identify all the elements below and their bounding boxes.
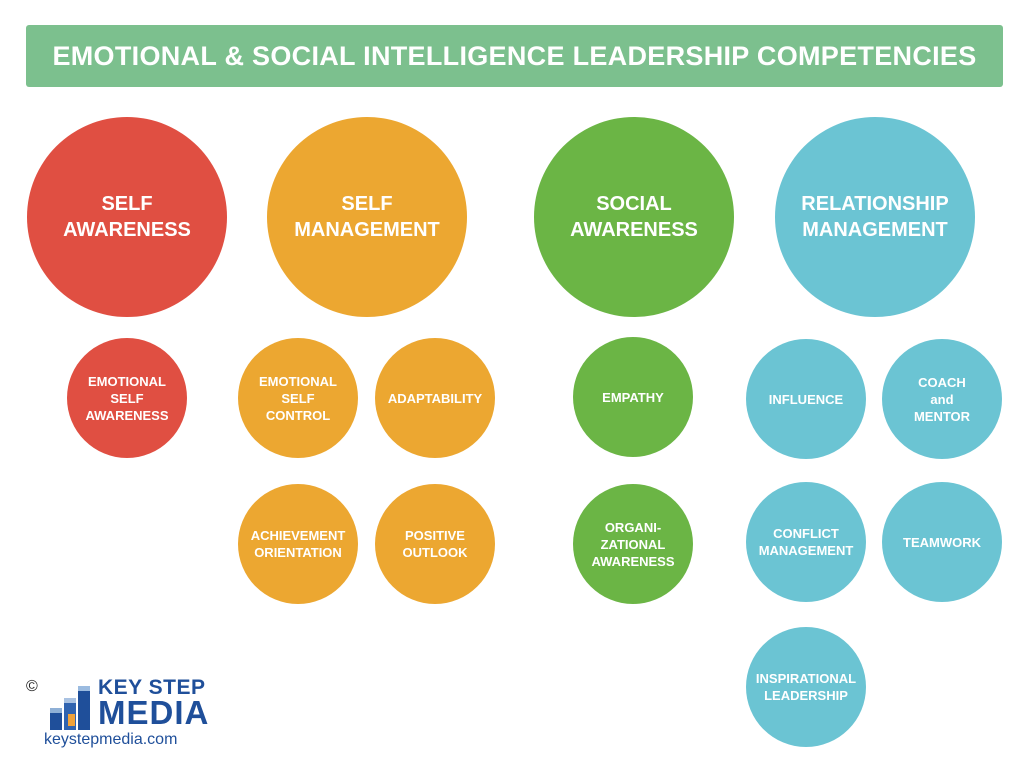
competency-teamwork: TEAMWORK bbox=[882, 482, 1002, 602]
competency-conflict-management: CONFLICT MANAGEMENT bbox=[746, 482, 866, 602]
competency-label-line: AWARENESS bbox=[591, 553, 675, 569]
competency-label-line: TEAMWORK bbox=[903, 534, 981, 550]
competency-label-line: CONFLICT bbox=[773, 526, 839, 541]
competency-achievement-orientation: ACHIEVEMENT ORIENTATION bbox=[238, 484, 358, 604]
competency-label-line: ADAPTABILITY bbox=[387, 390, 483, 406]
competency-label-line: and bbox=[930, 391, 954, 407]
competency-empathy: EMPATHY bbox=[573, 337, 693, 457]
competency-label-line: CONTROL bbox=[265, 407, 331, 423]
competency-coach-and-mentor: COACH and MENTOR bbox=[882, 339, 1002, 459]
competency-label-line: AWARENESS bbox=[85, 407, 169, 423]
domain-label-line: MANAGEMENT bbox=[802, 219, 948, 241]
competency-label-line: ZATIONAL bbox=[600, 536, 666, 552]
domain-social-awareness: SOCIAL AWARENESS bbox=[534, 117, 734, 317]
domain-label-line: RELATIONSHIP bbox=[801, 193, 949, 215]
competency-emotional-self-control: EMOTIONAL SELF CONTROL bbox=[238, 338, 358, 458]
steps-logo-icon bbox=[50, 686, 90, 730]
domain-label-line: SELF bbox=[101, 193, 153, 215]
domain-label-line: MANAGEMENT bbox=[294, 219, 440, 241]
competency-inspirational-leadership: INSPIRATIONAL LEADERSHIP bbox=[746, 627, 866, 747]
competency-label-line: EMPATHY bbox=[602, 389, 664, 405]
competency-influence: INFLUENCE bbox=[746, 339, 866, 459]
competency-label-line: POSITIVE bbox=[405, 528, 465, 543]
competency-label-line: EMOTIONAL bbox=[87, 373, 166, 389]
competency-label-line: ORIENTATION bbox=[254, 545, 342, 560]
domain-label-line: AWARENESS bbox=[63, 219, 191, 241]
domain-self-awareness: SELF AWARENESS bbox=[27, 117, 227, 317]
domain-self-management: SELF MANAGEMENT bbox=[267, 117, 467, 317]
title-banner: EMOTIONAL & SOCIAL INTELLIGENCE LEADERSH… bbox=[26, 25, 1003, 87]
competency-label-line: COACH bbox=[918, 374, 966, 390]
page-title: EMOTIONAL & SOCIAL INTELLIGENCE LEADERSH… bbox=[52, 40, 977, 71]
logo-text-line1: KEY STEP bbox=[98, 676, 206, 699]
key-step-media-logo: © KEY STEP MEDIA keystepmedia.com bbox=[26, 674, 216, 754]
competency-adaptability: ADAPTABILITY bbox=[375, 338, 495, 458]
competency-label-line: INFLUENCE bbox=[768, 391, 844, 407]
competency-label-line: LEADERSHIP bbox=[764, 688, 848, 703]
competency-organizational-awareness: ORGANI- ZATIONAL AWARENESS bbox=[573, 484, 693, 604]
domain-label-line: AWARENESS bbox=[570, 219, 698, 241]
competency-label-line: MENTOR bbox=[913, 408, 971, 424]
competency-label-line: INSPIRATIONAL bbox=[755, 671, 857, 686]
competency-emotional-self-awareness: EMOTIONAL SELF AWARENESS bbox=[67, 338, 187, 458]
competency-label-line: OUTLOOK bbox=[402, 545, 468, 560]
competency-label-line: MANAGEMENT bbox=[758, 543, 854, 558]
logo-text-line2: MEDIA bbox=[98, 694, 210, 731]
domain-label-line: SOCIAL bbox=[596, 193, 672, 215]
competency-label-line: SELF bbox=[281, 390, 315, 406]
competency-label-line: ACHIEVEMENT bbox=[250, 528, 346, 543]
competency-label-line: ORGANI- bbox=[604, 519, 662, 535]
domain-relationship-management: RELATIONSHIP MANAGEMENT bbox=[775, 117, 975, 317]
competency-label-line: SELF bbox=[110, 390, 144, 406]
domain-label-line: SELF bbox=[341, 193, 393, 215]
competency-positive-outlook: POSITIVE OUTLOOK bbox=[375, 484, 495, 604]
competency-label-line: EMOTIONAL bbox=[259, 373, 337, 389]
copyright-symbol: © bbox=[26, 678, 38, 695]
logo-url: keystepmedia.com bbox=[44, 731, 178, 748]
